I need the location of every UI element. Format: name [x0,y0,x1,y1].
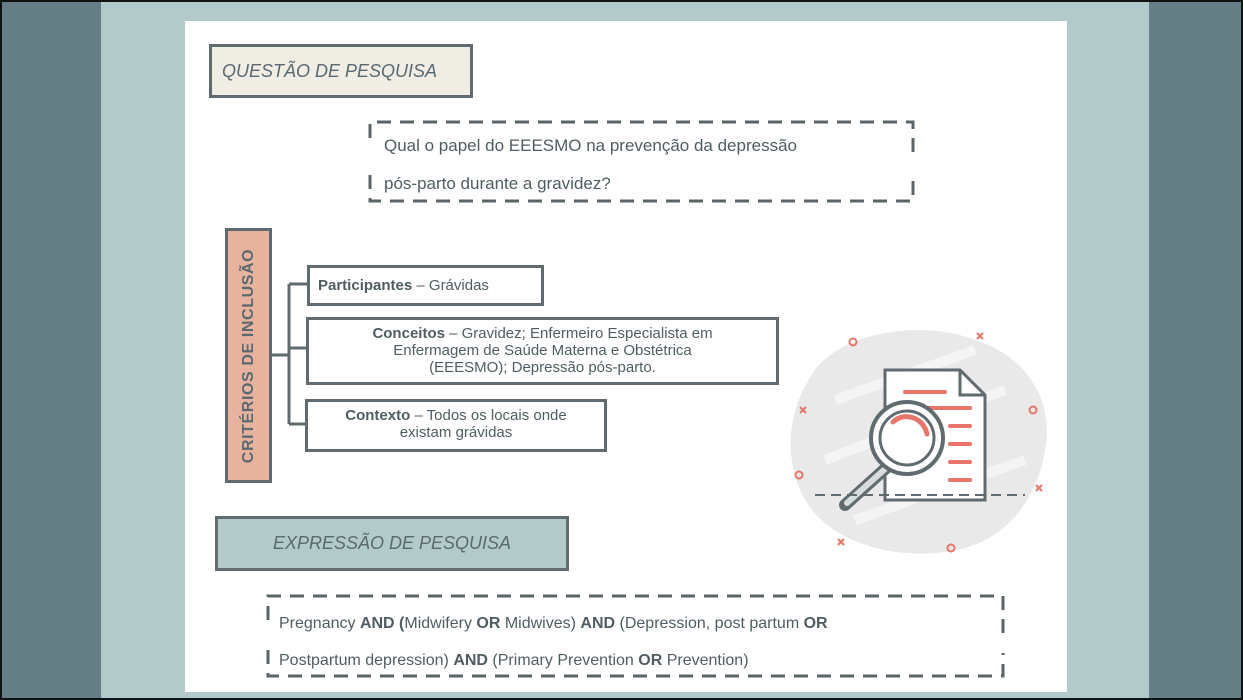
expression-term: Pregnancy [279,615,360,632]
concepts-line-2: Enfermagem de Saúde Materna e Obstétrica [393,342,692,359]
criteria-concepts: Conceitos – Gravidez; Enfermeiro Especia… [306,317,779,385]
concepts-line-1: – Gravidez; Enfermeiro Especialista em [444,325,713,342]
expression-term: Midwives) [500,615,581,632]
expression-term: OR [803,615,828,632]
expression-text: Pregnancy AND (Midwifery OR Midwives) AN… [279,605,999,679]
question-title-box: QUESTÃO DE PESQUISA [209,44,473,98]
expression-title: EXPRESSÃO DE PESQUISA [272,533,512,553]
expression-bracket-bottom [266,650,1005,678]
context-label: Contexto [345,407,411,424]
criteria-context: Contexto – Todos os locais onde existam … [305,399,607,452]
context-line-2: existam grávidas [399,424,513,441]
expression-title-box: EXPRESSÃO DE PESQUISA [215,516,569,571]
concepts-line-3: (EEESMO); Depressão pós-parto. [429,359,656,376]
criteria-title-box: CRITÉRIOS DE INCLUSÃO [225,228,272,483]
right-side-band [1149,2,1241,698]
expression-line-1: Pregnancy AND (Midwifery OR Midwives) AN… [279,605,999,642]
left-side-band [2,2,101,698]
expression-term: AND [580,615,616,632]
document-search-icon [790,330,1047,554]
expression-term: AND [453,652,488,669]
expression-line-2: Postpartum depression) AND (Primary Prev… [279,642,999,679]
expression-term: OR [476,615,501,632]
question-bracket-top [368,120,915,160]
question-line-1: Qual o papel do EEESMO na prevenção da d… [384,136,797,155]
context-line-1: – Todos os locais onde [410,407,567,424]
expression-term: Midwifery [404,615,477,632]
expression-term: Postpartum depression) [279,652,454,669]
expression-term: OR [638,652,663,669]
question-title: QUESTÃO DE PESQUISA [222,60,438,81]
participants-label: Participantes [318,277,413,294]
concepts-label: Conceitos [372,325,445,342]
criteria-participants: Participantes – Grávidas [307,265,544,306]
expression-term: Prevention) [662,652,749,669]
question-text: Qual o papel do EEESMO na prevenção da d… [384,127,904,203]
question-bracket-bottom [368,175,915,203]
question-line-2: pós-parto durante a gravidez? [384,174,611,193]
expression-term: (Primary Prevention [487,652,639,669]
participants-text: – Grávidas [412,277,489,294]
expression-bracket-top [266,594,1005,633]
criteria-connectors [272,282,307,426]
expression-term: AND ( [359,615,405,632]
criteria-title: CRITÉRIOS DE INCLUSÃO [239,248,257,463]
expression-term: (Depression, post partum [615,615,804,632]
